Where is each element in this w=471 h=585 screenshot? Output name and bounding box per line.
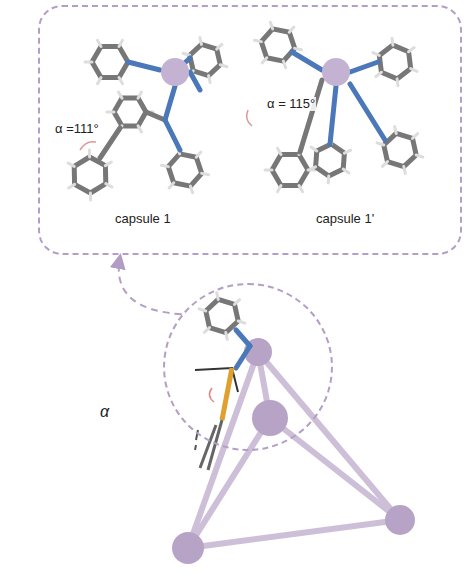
zoom-circle: α (163, 283, 333, 451)
tetrahedron (188, 352, 400, 548)
metal-vertices (172, 338, 415, 564)
molecule-sticks (68, 22, 423, 368)
angle-label: α (99, 403, 110, 421)
capsule-label: capsule 1' (315, 212, 375, 226)
metal-centers (161, 58, 350, 86)
angle-marker (80, 110, 252, 470)
angle-label: α = 115° (266, 97, 316, 111)
zoom-connector (119, 257, 182, 314)
angle-label: α =111° (54, 122, 100, 136)
detail-panel: α =111° capsule 1 α = 115° capsule 1' (38, 5, 462, 255)
capsule-label: capsule 1 (114, 212, 172, 226)
